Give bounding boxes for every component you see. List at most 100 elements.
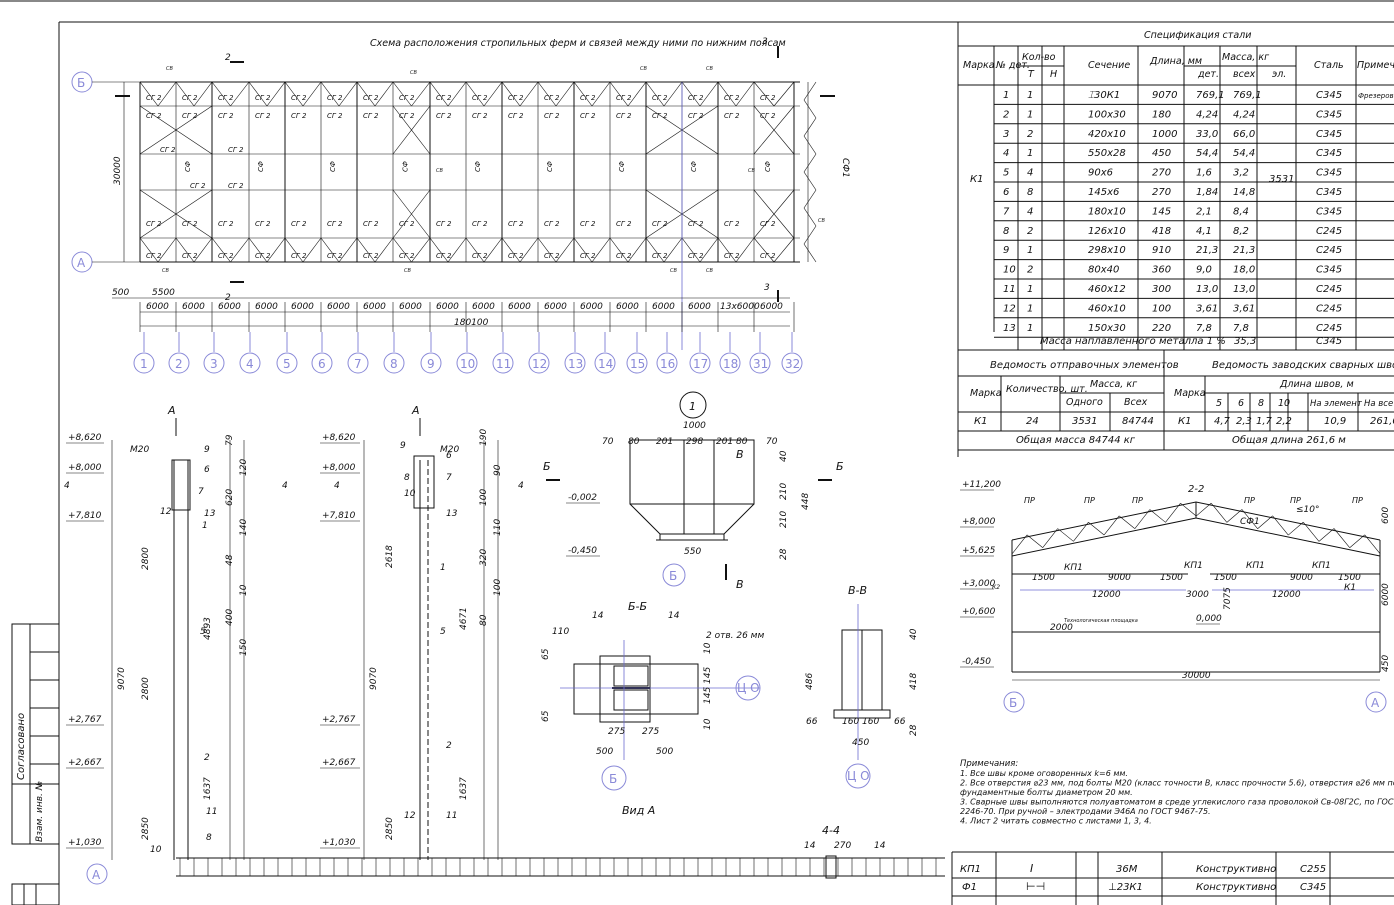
plan-label-sf: СФ [690, 161, 698, 172]
plan-label-sg2: СГ 2 [399, 112, 415, 120]
col-d4893: 4893 [203, 617, 213, 640]
plan-span-dim: 6000 [291, 302, 314, 312]
spec-row-steel: С245 [1316, 226, 1342, 237]
plan-label-sg2: СГ 2 [688, 252, 704, 260]
plan-total-width: 180100 [454, 318, 489, 328]
bb-d10-b: 10 [703, 718, 713, 730]
plan-label-sg2: СГ 2 [255, 112, 271, 120]
weld-val: 4,7 [1214, 416, 1231, 427]
col-d4671: 4671 [459, 607, 469, 630]
spec-row-section: 460х10 [1088, 303, 1126, 314]
spec-row-note: Фрезеровать [1358, 92, 1394, 100]
plan-label-sg2: СГ 2 [291, 220, 307, 228]
shipping-h-qty: Количество, шт. [1006, 384, 1088, 395]
s22-elevations: +11,200+8,000+5,625+3,000+0,600-0,450 [960, 480, 1001, 668]
bottom-table: КП1 36М Конструктивно С255 Ф1 ⊥23К1 Конс… [951, 851, 1394, 905]
spec-h-qty: Кол-во [1022, 52, 1056, 63]
spec-row-length: 180 [1152, 109, 1171, 120]
plan-span-dim: 6000 [255, 302, 278, 312]
plan-label-sv: СВ [162, 268, 169, 274]
plan-label-sg2: СГ 2 [616, 252, 632, 260]
base-d448: 448 [801, 493, 811, 510]
plan-label-sg2: СГ 2 [146, 220, 162, 228]
spec-row-steel: С345 [1316, 168, 1342, 179]
plan-label-sg2: СГ 2 [255, 252, 271, 260]
s22-tech: Технологическая площадка [1064, 618, 1138, 624]
s22-elev: +8,000 [962, 517, 996, 527]
axis-row-b: Б [77, 76, 85, 90]
col-part-label: 2 [446, 741, 452, 751]
bt-r2-section: ⊥23К1 [1108, 882, 1143, 893]
s22-d9000-b: 9000 [1290, 573, 1313, 583]
plan-label-sg2: СГ 2 [399, 94, 415, 102]
col-elev-left: +8,620 [68, 433, 102, 443]
col-part-label: 9 [400, 441, 406, 451]
col-d2800-b: 2800 [141, 677, 151, 700]
spec-row-mass-det: 4,24 [1196, 109, 1218, 120]
plan-label-sg2: СГ 2 [580, 112, 596, 120]
notes-title: Примечания: [960, 759, 1018, 769]
base-cut-v-b: В [736, 578, 744, 591]
spec-row-mass-all: 8,4 [1233, 206, 1249, 217]
spec-row-mass-all: 3,2 [1233, 168, 1249, 179]
plan-span-dim: 6000 [688, 302, 711, 312]
axis-bubble [492, 352, 514, 374]
plan-label-sg2: СГ 2 [291, 94, 307, 102]
plan-label-sg2: СГ 2 [182, 112, 198, 120]
shipping-one: 3531 [1072, 416, 1097, 427]
spec-h-mass-det: дет. [1197, 69, 1219, 80]
plan-span-dim: 6000 [652, 302, 675, 312]
vv-d40: 40 [909, 628, 919, 640]
spec-row-num: 8 [1003, 226, 1009, 237]
spec-row-section: 126х10 [1088, 226, 1126, 237]
spec-row-section: 150х30 [1088, 323, 1126, 334]
spec-row-length: 418 [1152, 226, 1171, 237]
plan-label-sv: СВ [410, 70, 417, 76]
bottom-strip-ticks [179, 858, 937, 876]
spec-row-mass-det: 1,6 [1196, 168, 1212, 179]
plan-label-sv: СВ [706, 66, 713, 72]
s22-d12000-b: 12000 [1272, 590, 1301, 600]
col-part-label: 11 [206, 807, 217, 817]
vv-d66-a: 66 [806, 717, 818, 727]
s22-kp1-d: КП1 [1312, 561, 1331, 571]
vv-d66-b: 66 [894, 717, 906, 727]
plan-label-sg2: СГ 2 [652, 112, 668, 120]
plan-height-dim: 30000 [113, 156, 123, 185]
col-d2618: 2618 [385, 545, 395, 568]
svg-text:⊢⊣: ⊢⊣ [1026, 880, 1045, 893]
axis-bubble [749, 352, 771, 374]
s22-axis-a: А [1371, 696, 1380, 710]
plan-label-sg2: СГ 2 [190, 182, 206, 190]
plan-label-sg2: СГ 2 [146, 94, 162, 102]
col-d1637-a: 1637 [203, 777, 213, 800]
plan-label-sg2: СГ 2 [160, 146, 176, 154]
plan-label-sg2: СГ 2 [472, 252, 488, 260]
col-elev-left: +2,767 [68, 715, 102, 725]
base-d201-b: 201 [716, 437, 733, 447]
axis-col-label: 1 [140, 357, 148, 371]
note-line: 2. Все отверстия ⌀23 мм, под болты М20 (… [960, 779, 1394, 788]
col-d9070-1: 9070 [117, 667, 127, 690]
col-part-label: 8 [206, 833, 212, 843]
spec-h-length: Длина, мм [1149, 56, 1202, 67]
s22-pr: ПР [1290, 496, 1301, 505]
col-part-label: 11 [446, 811, 457, 821]
plan-label-sv: СВ [818, 218, 825, 224]
shipping-mark: К1 [974, 416, 987, 427]
spec-row-num: 11 [1003, 284, 1016, 295]
s22-d12000-a: 12000 [1092, 590, 1121, 600]
shipping-title: Ведомость отправочных элементов [990, 360, 1179, 371]
s22-d450: 450 [1381, 655, 1391, 672]
spec-h-t: Т [1028, 69, 1035, 80]
plan-label-sg2: СГ 2 [616, 94, 632, 102]
s22-elev: -0,450 [962, 657, 991, 667]
plan-span-dim: 6000 [472, 302, 495, 312]
base-mark: 1 [689, 400, 696, 413]
axis-col-label: 15 [630, 357, 645, 371]
plan-label-sf: СФ [257, 161, 265, 172]
plan-span-dim: 6000 [508, 302, 531, 312]
plan-label-sg2: СГ 2 [255, 94, 271, 102]
spec-h-section: Сечение [1088, 60, 1130, 71]
